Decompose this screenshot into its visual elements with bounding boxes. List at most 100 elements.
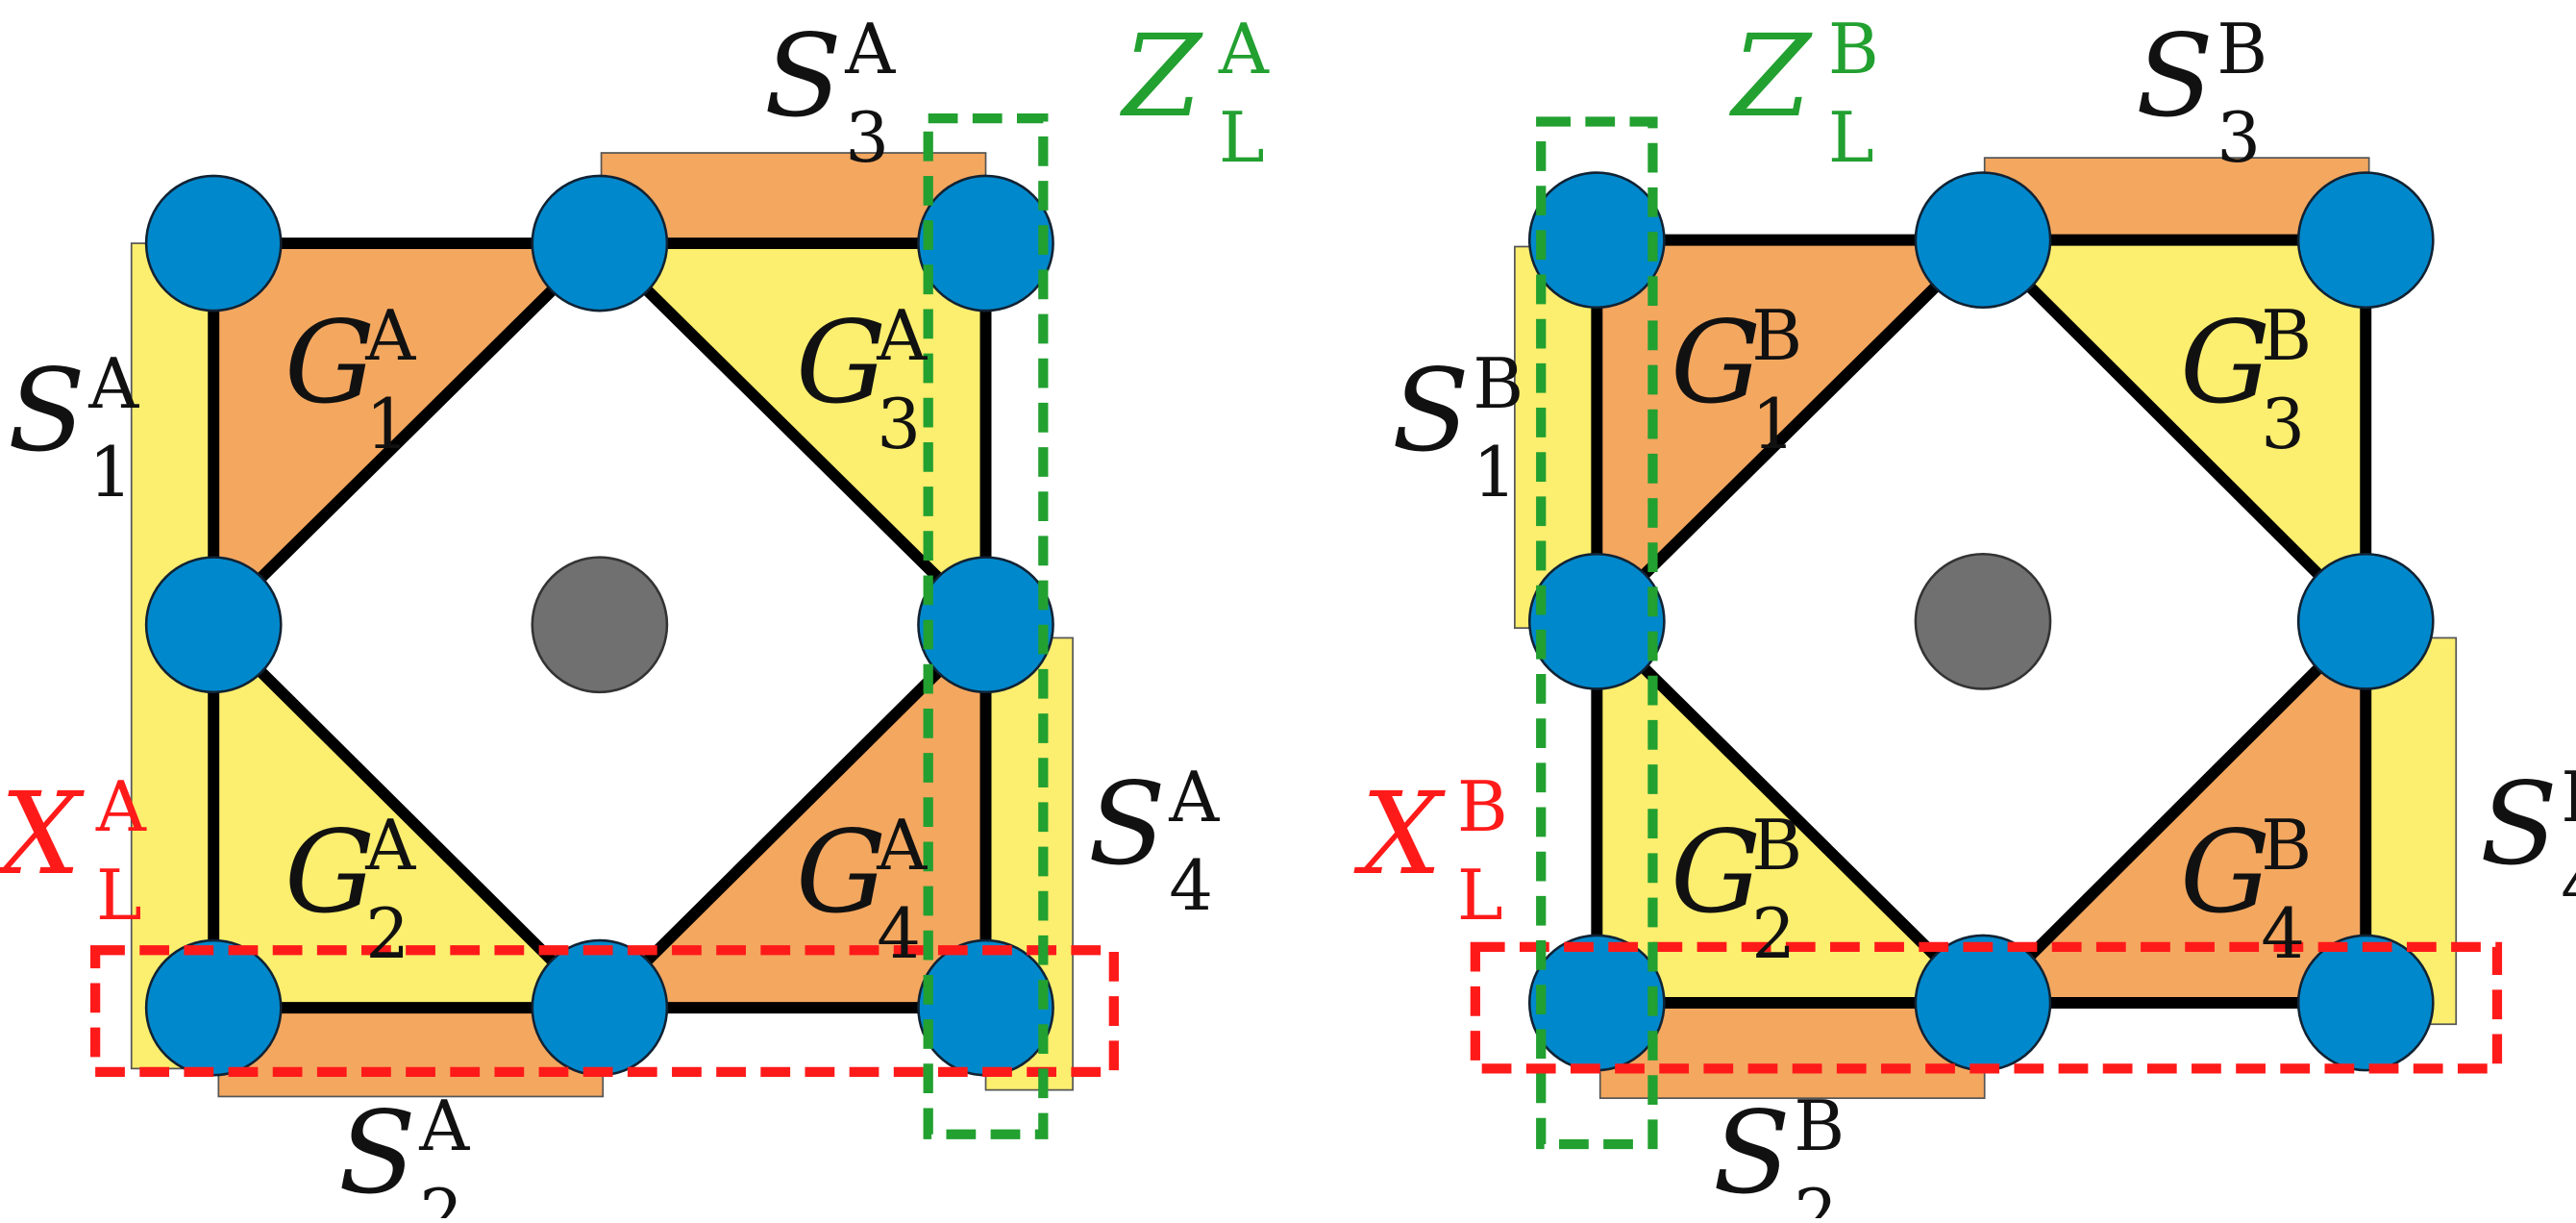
gauge-label-g3-subscript: 3 <box>877 384 921 464</box>
logical-x-label-symbol: X <box>1353 767 1446 900</box>
edge-diag-bottom-left <box>209 620 605 1012</box>
qubit-node <box>1914 171 2052 310</box>
qubit-node <box>917 938 1054 1077</box>
gauge-label-g3-subscript: 3 <box>2261 384 2305 464</box>
stabilizer-label-s4-symbol: S <box>2480 758 2558 890</box>
logical-z-box <box>923 112 1049 1139</box>
qubit-node <box>144 556 283 694</box>
stabilizer-label-s2-subscript: 2 <box>419 1174 463 1218</box>
stabilizer-label-s4-subscript: 4 <box>1169 845 1213 926</box>
gauge-label-g4-symbol: G <box>2180 806 2270 938</box>
gauge-label-g2-subscript: 2 <box>365 893 409 974</box>
center-node <box>1914 552 2052 690</box>
qubit-node <box>1914 934 2052 1072</box>
stabilizer-label-s3-symbol: S <box>764 10 842 142</box>
qubit-node <box>144 174 283 312</box>
stabilizer-label-s2-subscript: 2 <box>1794 1174 1838 1218</box>
qubit-node <box>917 556 1054 694</box>
gauge-label-g4-subscript: 4 <box>877 893 921 974</box>
logical-z-label-subscript: L <box>1219 97 1265 178</box>
stabilizer-label-s4: SB4 <box>2480 757 2576 926</box>
stabilizer-label-s1-superscript: A <box>87 343 139 424</box>
patch-b-labels: SB1SB2SB3SB4GB1GB2GB3GB4XBLZBL <box>1353 9 2576 1223</box>
patch-b <box>1470 116 2503 1150</box>
qubit-node <box>1527 552 1666 690</box>
gauge-label-g4-superscript: B <box>2261 805 2312 886</box>
gauge-label-g4-superscript: A <box>876 805 928 886</box>
stabilizer-label-s2-symbol: S <box>1713 1086 1791 1218</box>
logical-z-label-superscript: B <box>1828 9 1879 89</box>
logical-x-label-subscript: L <box>1457 855 1503 936</box>
stabilizer-label-s4-superscript: B <box>2561 757 2576 837</box>
logical-x-label-superscript: B <box>1457 766 1508 847</box>
logical-x-box <box>1470 941 2503 1074</box>
edge-diag-top-left <box>209 238 605 630</box>
gauge-label-g1-superscript: A <box>364 295 416 376</box>
stabilizer-label-s2-symbol: S <box>338 1086 416 1218</box>
gauge-label-g2-superscript: B <box>1751 805 1802 886</box>
logical-x-label-subscript: L <box>96 855 142 936</box>
gauge-label-g2-symbol: G <box>1671 806 1761 938</box>
logical-z-label-subscript: L <box>1828 97 1874 178</box>
qubit-node <box>531 938 669 1077</box>
stabilizer-label-s3-superscript: B <box>2217 9 2267 89</box>
logical-z-label-symbol: Z <box>1119 10 1203 142</box>
stabilizer-label-s1-symbol: S <box>8 344 86 477</box>
stabilizer-label-s3-symbol: S <box>2136 10 2214 142</box>
edge-diag-bottom-right <box>1978 617 2370 1008</box>
qubit-node <box>917 174 1054 312</box>
edge-diag-bottom-left <box>1593 617 1988 1008</box>
qubit-node <box>531 174 669 312</box>
gauge-label-g3-superscript: A <box>876 295 928 376</box>
stabilizer-label-s1-symbol: S <box>1392 344 1470 477</box>
gauge-label-g1-subscript: 1 <box>365 384 409 464</box>
qubit-node <box>2296 171 2435 310</box>
center-node <box>531 556 669 694</box>
stabilizer-label-s1-subscript: 1 <box>88 432 133 512</box>
stabilizer-label-s4-superscript: A <box>1168 757 1220 837</box>
stabilizer-label-s4-symbol: S <box>1088 758 1166 890</box>
logical-z-label-superscript: A <box>1218 9 1270 89</box>
stabilizer-label-s2-superscript: A <box>418 1086 470 1166</box>
gauge-label-g1-superscript: B <box>1751 295 1802 376</box>
gauge-label-g4-symbol: G <box>796 806 886 938</box>
gauge-label-g2-superscript: A <box>364 805 416 886</box>
qubit-node <box>144 938 283 1077</box>
gauge-label-g1-symbol: G <box>285 296 375 429</box>
qubit-node <box>1527 171 1666 310</box>
gauge-label-g4-subscript: 4 <box>2261 893 2305 974</box>
stabilizer-label-s2-superscript: B <box>1794 1086 1845 1166</box>
gauge-label-g1-symbol: G <box>1671 296 1761 429</box>
stabilizer-label-s3-subscript: 3 <box>845 97 889 178</box>
gauge-label-g3-symbol: G <box>2180 296 2270 429</box>
gauge-label-g2-symbol: G <box>285 806 375 938</box>
patch-a <box>90 112 1119 1139</box>
edge-diag-top-right <box>595 238 990 630</box>
logical-x-label-symbol: X <box>0 767 85 900</box>
qubit-node <box>2296 934 2435 1072</box>
gauge-label-g3-symbol: G <box>796 296 886 429</box>
gauge-label-g3-superscript: B <box>2261 295 2312 376</box>
stabilizer-label-s2: SA 2 <box>338 1086 470 1218</box>
stabilizer-label-s3-superscript: A <box>844 9 896 89</box>
qubit-node <box>2296 552 2435 690</box>
stabilizer-label-s3-subscript: 3 <box>2217 97 2261 178</box>
logical-x-label-superscript: A <box>95 766 147 847</box>
